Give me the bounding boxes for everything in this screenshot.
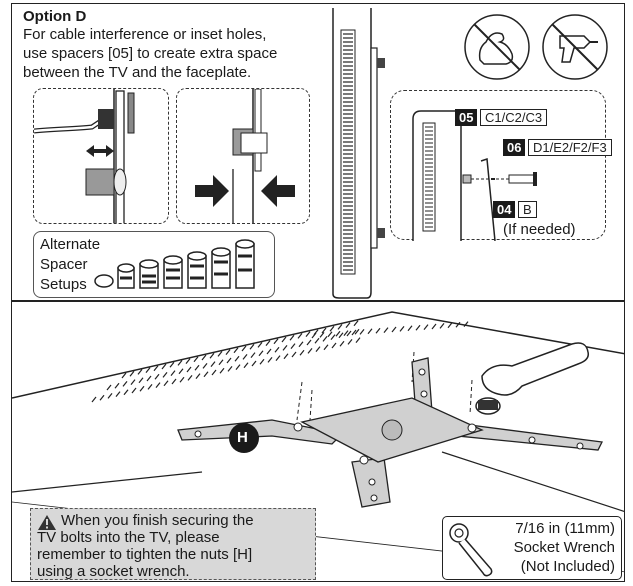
exploded-parts-detail: 05 C1/C2/C3 06 D1/E2/F2/F3 04 B (If need… bbox=[390, 90, 612, 241]
part-code-badge: 04 bbox=[493, 201, 516, 218]
option-heading: Option D bbox=[23, 8, 87, 25]
spacer-setups-box: Alternate Spacer Setups bbox=[33, 231, 275, 298]
spacer-setups-line: Setups bbox=[40, 276, 87, 293]
spacer-stacks-illustration bbox=[94, 239, 255, 289]
tv-back-mount-illustration bbox=[12, 311, 624, 573]
tv-side-profile bbox=[332, 8, 385, 299]
socket-wrench-icon bbox=[449, 523, 493, 577]
warning-triangle-icon bbox=[38, 515, 56, 530]
description-line: between the TV and the faceplate. bbox=[23, 64, 252, 81]
warning-line: remember to tighten the nuts [H] bbox=[37, 546, 253, 563]
exploded-parts-illustration bbox=[412, 110, 537, 241]
inset-hole-illustration bbox=[195, 89, 295, 223]
inset-hole-detail bbox=[176, 88, 310, 224]
spacer-setups-line: Spacer bbox=[40, 256, 88, 273]
warning-line: TV bolts into the TV, please bbox=[37, 529, 220, 546]
spacer-setups-line: Alternate bbox=[40, 236, 101, 253]
warning-box: When you finish securing the TV bolts in… bbox=[30, 508, 316, 580]
part-label-badge: D1/E2/F2/F3 bbox=[528, 139, 612, 156]
part-label-badge: B bbox=[518, 201, 537, 218]
cable-spacer-illustration bbox=[34, 89, 135, 223]
top-panel: Option D For cable interference or inset… bbox=[11, 3, 625, 301]
part-code-badge: 05 bbox=[455, 109, 478, 126]
nut-part-marker: H bbox=[237, 429, 248, 446]
if-needed-label: (If needed) bbox=[503, 221, 576, 238]
warning-line: When you finish securing the bbox=[61, 512, 254, 529]
tool-info-line: (Not Included) bbox=[520, 558, 615, 575]
no-power-drill-icon bbox=[542, 14, 608, 80]
tool-info-box: 7/16 in (11mm) Socket Wrench (Not Includ… bbox=[442, 516, 622, 580]
warning-line: using a socket wrench. bbox=[37, 563, 190, 580]
description-line: For cable interference or inset holes, bbox=[23, 26, 267, 43]
part-label-badge: C1/C2/C3 bbox=[480, 109, 548, 126]
description-line: use spacers [05] to create extra space bbox=[23, 45, 278, 62]
part-code-badge: 06 bbox=[503, 139, 526, 156]
cable-spacer-detail bbox=[33, 88, 169, 224]
tool-info-line: Socket Wrench bbox=[513, 539, 615, 556]
tool-info-line: 7/16 in (11mm) bbox=[515, 520, 615, 537]
bottom-panel: H When you finish securing the TV bolts … bbox=[11, 301, 625, 582]
no-power-tool-strength-icon bbox=[464, 14, 530, 80]
